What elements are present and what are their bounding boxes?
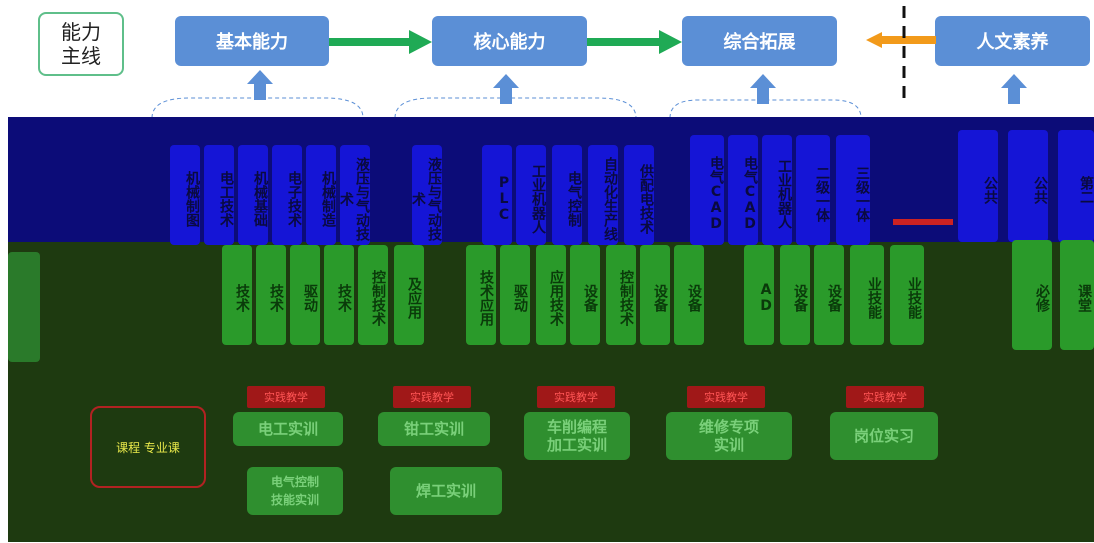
arrow-left-icon	[866, 32, 936, 48]
course-col: PLC	[482, 145, 512, 245]
course-col: 液压与气动技术	[410, 145, 442, 245]
course-col: 设备	[640, 245, 670, 345]
course-col: 电气控制	[552, 145, 582, 245]
course-col: 业技能	[850, 245, 884, 345]
course-col: 三级一体	[836, 135, 870, 245]
training-box: 钳工实训	[378, 412, 490, 446]
course-col: 设备	[570, 245, 600, 345]
training-box: 岗位实习	[830, 412, 938, 460]
course-col: 技术应用	[466, 245, 496, 345]
course-col: 二级一体	[796, 135, 830, 245]
bracket	[669, 99, 862, 119]
up-arrow-icon	[750, 74, 776, 104]
training-box: 电气控制 技能实训	[247, 467, 343, 515]
course-col: 电子技术	[272, 145, 302, 245]
practice-tag: 实践教学	[846, 386, 924, 408]
training-box: 车削编程 加工实训	[524, 412, 630, 460]
course-col: 业技能	[890, 245, 924, 345]
course-col: 供配电技术	[624, 145, 654, 245]
axis-label: 能力 主线	[38, 12, 124, 76]
red-dash	[893, 219, 953, 225]
course-col: 机械基础	[238, 145, 268, 245]
box-basic-ability: 基本能力	[175, 16, 329, 66]
course-col: 第二	[1058, 130, 1094, 242]
course-col: 机械制造	[306, 145, 336, 245]
course-col: 液压与气动技术	[338, 145, 370, 245]
course-col: 技术	[222, 245, 252, 345]
course-col: 驱动	[290, 245, 320, 345]
box-core-ability: 核心能力	[432, 16, 587, 66]
course-col: 设备	[814, 245, 844, 345]
course-col: 工业机器人	[762, 135, 792, 245]
arrow-right-icon	[329, 30, 432, 54]
divider-dashed	[902, 6, 906, 106]
course-col: 技术	[256, 245, 286, 345]
course-col: AD	[744, 245, 774, 345]
course-col: 控制技术	[606, 245, 636, 345]
course-col: 设备	[780, 245, 810, 345]
bracket	[151, 97, 364, 119]
up-arrow-icon	[247, 70, 273, 100]
up-arrow-icon	[1001, 74, 1027, 104]
course-col: 必修	[1012, 240, 1052, 350]
course-col: 课堂	[1060, 240, 1094, 350]
course-col: 驱动	[500, 245, 530, 345]
box-humanities: 人文素养	[935, 16, 1090, 66]
course-col: 公共	[1008, 130, 1048, 242]
course-col: 自动化生产线	[588, 145, 618, 245]
arrow-right-icon	[587, 30, 682, 54]
course-col: 控制技术	[358, 245, 388, 345]
training-box: 焊工实训	[390, 467, 502, 515]
side-strip	[8, 252, 40, 362]
course-col: 电气CAD	[690, 135, 724, 245]
course-col: 电工技术	[204, 145, 234, 245]
course-col: 技术	[324, 245, 354, 345]
up-arrow-icon	[493, 74, 519, 104]
course-col: 及应用	[394, 245, 424, 345]
practice-tag: 实践教学	[247, 386, 325, 408]
training-box: 维修专项 实训	[666, 412, 792, 460]
practice-tag: 实践教学	[393, 386, 471, 408]
practice-tag: 实践教学	[537, 386, 615, 408]
course-col: 电气CAD	[728, 135, 758, 245]
course-col: 机械制图	[170, 145, 200, 245]
box-comprehensive: 综合拓展	[682, 16, 837, 66]
training-box: 电工实训	[233, 412, 343, 446]
course-col: 设备	[674, 245, 704, 345]
legend-box: 课程 专业课	[90, 406, 206, 488]
course-col: 公共	[958, 130, 998, 242]
course-col: 工业机器人	[516, 145, 546, 245]
practice-tag: 实践教学	[687, 386, 765, 408]
course-col: 应用技术	[536, 245, 566, 345]
